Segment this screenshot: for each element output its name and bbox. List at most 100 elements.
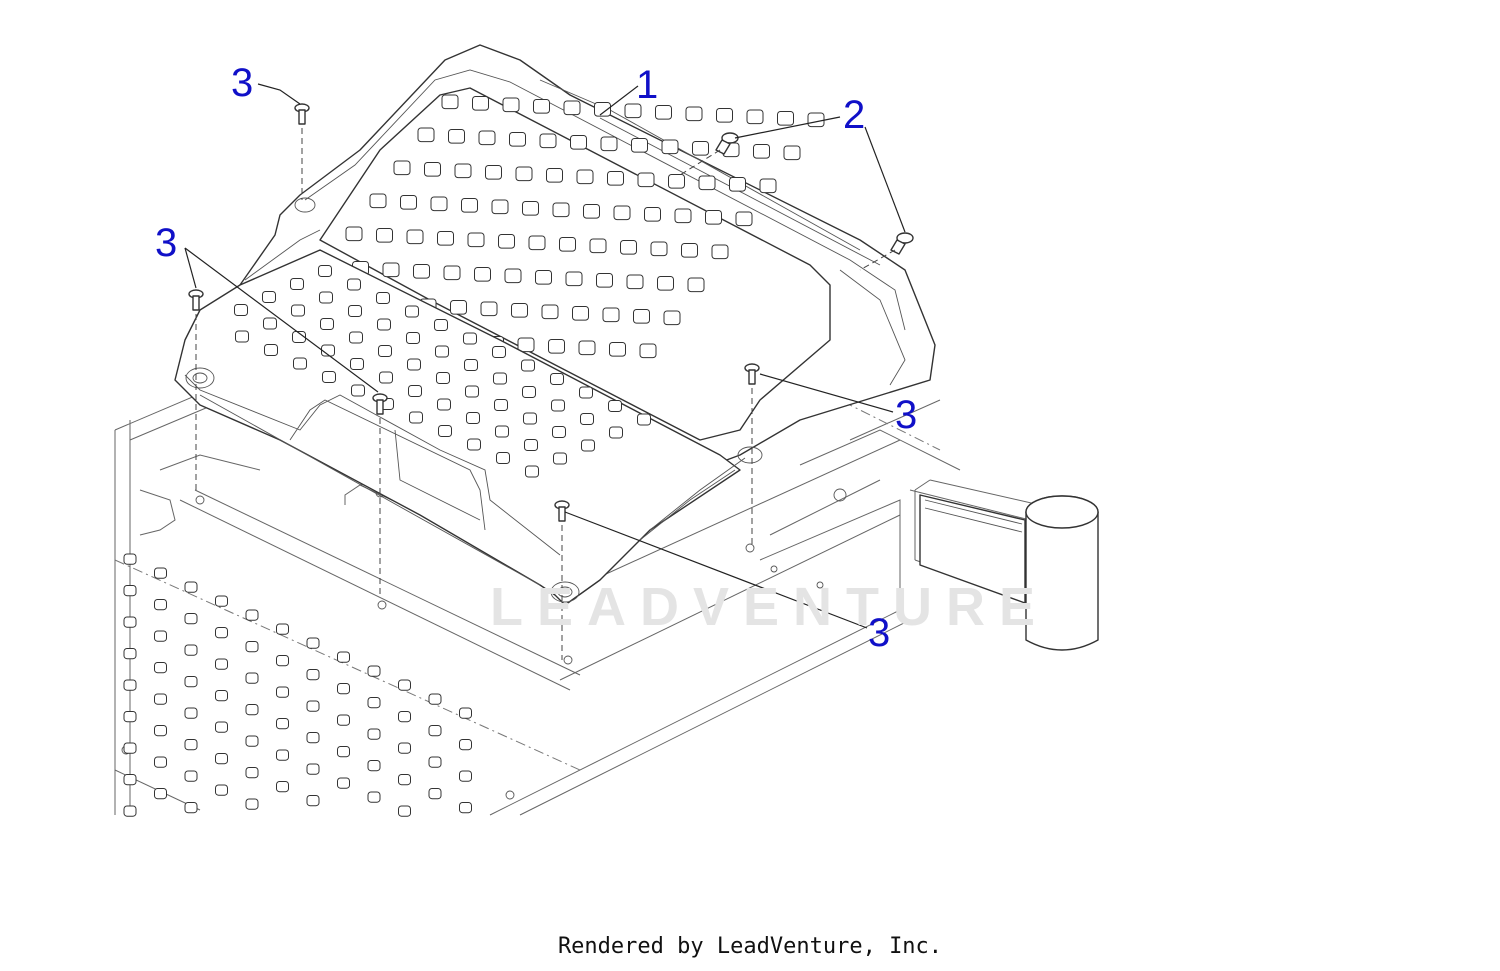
texture-cell <box>215 721 228 733</box>
texture-cell <box>215 658 228 670</box>
leader-lines <box>184 83 906 629</box>
texture-cell <box>154 599 167 611</box>
texture-cell <box>408 385 422 398</box>
texture-cell <box>400 195 417 210</box>
texture-cell <box>698 175 716 191</box>
texture-cell <box>215 627 228 639</box>
texture-cell <box>406 229 424 245</box>
texture-cell <box>498 234 515 249</box>
texture-cell <box>379 371 393 384</box>
front-foot-panel <box>174 197 763 606</box>
texture-cell <box>245 641 259 653</box>
texture-cell <box>123 648 137 660</box>
texture-cell <box>337 683 350 695</box>
texture-cell <box>245 735 259 747</box>
texture-cell <box>548 339 565 354</box>
texture-cell <box>428 693 442 705</box>
texture-cell <box>464 359 478 372</box>
screw <box>188 289 204 311</box>
texture-cell <box>657 276 674 291</box>
texture-cell <box>539 133 557 149</box>
texture-cell <box>495 425 509 438</box>
texture-cell <box>398 805 411 817</box>
texture-cell <box>434 319 448 332</box>
callout-3-bottom: 3 <box>868 611 890 655</box>
texture-cell <box>123 805 137 817</box>
texture-cell <box>454 163 472 179</box>
texture-cell <box>428 725 442 737</box>
texture-cell <box>735 211 753 227</box>
texture-cell <box>398 742 411 754</box>
texture-cell <box>349 331 363 344</box>
texture-cell <box>644 207 661 222</box>
texture-cell <box>369 193 387 209</box>
assembly-lines <box>195 128 896 660</box>
screw <box>744 363 760 385</box>
texture-cell <box>154 567 167 579</box>
callout-2: 2 <box>843 93 865 137</box>
texture-cell <box>563 100 581 116</box>
texture-cell <box>633 309 650 324</box>
texture-cell <box>337 714 350 726</box>
texture-cell <box>435 345 449 358</box>
texture-cell <box>609 426 623 439</box>
texture-cell <box>485 165 502 180</box>
texture-cell <box>367 728 381 740</box>
texture-cell <box>123 585 137 597</box>
texture-cell <box>393 160 411 176</box>
texture-cell <box>807 112 825 128</box>
texture-cell <box>491 199 509 215</box>
texture-cell <box>517 337 535 353</box>
texture-cell <box>551 399 565 412</box>
texture-cell <box>753 144 770 159</box>
texture-cell <box>417 127 435 143</box>
texture-cell <box>292 331 306 344</box>
texture-cell <box>276 718 289 730</box>
texture-cell <box>428 788 442 800</box>
texture-cell <box>450 300 467 315</box>
callout-1: 1 <box>636 63 658 107</box>
texture-cell <box>407 358 421 371</box>
texture-cell <box>367 697 381 709</box>
texture-cell <box>565 271 583 287</box>
texture-cell <box>413 264 430 279</box>
texture-cell <box>515 166 533 182</box>
texture-cell <box>290 278 304 291</box>
texture-cell <box>337 651 350 663</box>
texture-cell <box>348 305 362 318</box>
texture-cell <box>154 725 167 737</box>
texture-cell <box>580 413 594 426</box>
texture-cell <box>264 344 278 357</box>
texture-cell <box>668 174 685 189</box>
texture-cell <box>276 655 289 667</box>
texture-cell <box>263 317 277 330</box>
texture-cell <box>245 767 259 779</box>
texture-cell <box>674 208 692 224</box>
texture-cell <box>579 386 593 399</box>
texture-cell <box>376 228 393 243</box>
texture-cell <box>123 679 137 691</box>
texture-cell <box>492 346 506 359</box>
texture-cell <box>637 172 655 188</box>
texture-cell <box>245 609 259 621</box>
texture-cell <box>306 669 320 681</box>
texture-cell <box>123 774 137 786</box>
texture-cell <box>661 139 679 155</box>
texture-cell <box>337 777 350 789</box>
texture-cell <box>320 318 334 331</box>
texture-cell <box>466 412 480 425</box>
texture-cell <box>184 581 198 593</box>
texture-cell <box>572 306 589 321</box>
texture-cell <box>245 704 259 716</box>
texture-cell <box>602 307 620 323</box>
texture-cell <box>406 332 420 345</box>
watermark: LEADVENTURE <box>490 577 1049 637</box>
texture-cell <box>729 177 746 192</box>
texture-cell <box>443 265 461 281</box>
texture-cell <box>639 343 657 359</box>
texture-cell <box>154 756 167 768</box>
texture-cell <box>215 595 228 607</box>
texture-cell <box>533 99 550 114</box>
texture-cell <box>215 784 228 796</box>
texture-cell <box>705 210 722 225</box>
